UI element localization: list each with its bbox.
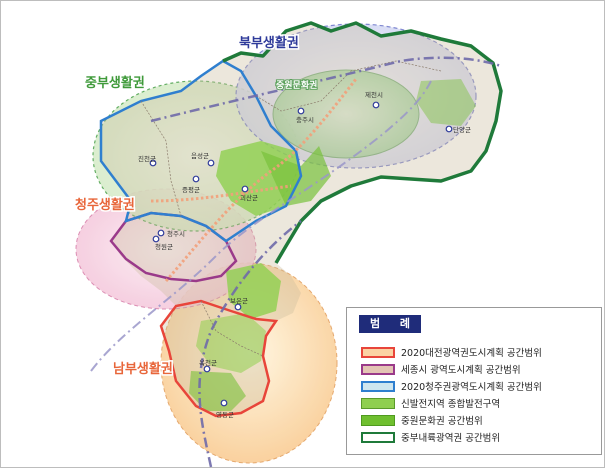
city-marker-okcheon[interactable]: 옥천군: [199, 358, 217, 373]
svg-text:증평군: 증평군: [182, 185, 200, 194]
jungbu-inland-boundary: [222, 21, 503, 264]
svg-text:청원군: 청원군: [155, 242, 173, 251]
region-label-north: 북부생활권: [239, 35, 299, 51]
transport-axis-line: [90, 80, 432, 372]
svg-text:단양군: 단양군: [453, 125, 471, 134]
legend-title: 범 례: [359, 315, 421, 333]
svg-text:영동군: 영동군: [216, 410, 234, 419]
city-marker-jeungpyeong[interactable]: 증평군: [182, 175, 200, 194]
region-label-cheongju: 청주생활권: [75, 197, 135, 213]
development-zone-patch: [261, 146, 331, 206]
city-marker-danyang[interactable]: 단양군: [445, 125, 471, 134]
legend-label: 중부내륙광역권 공간범위: [401, 433, 501, 444]
region-label-south: 남부생활권: [113, 361, 173, 377]
transport-axis-line: [198, 220, 302, 468]
svg-text:음성군: 음성군: [191, 151, 209, 160]
city-marker-chungju[interactable]: 충주시: [296, 107, 314, 124]
development-axis-line: [164, 78, 358, 282]
region-label-central: 중부생활권: [85, 75, 145, 91]
city-marker-jecheon[interactable]: 제천시: [365, 90, 383, 109]
city-marker-cheongju[interactable]: 청주시: [157, 229, 185, 238]
legend-item-jungwon: 중원문화권 공간범위: [361, 413, 483, 427]
city-marker-jincheon[interactable]: 진천군: [138, 154, 157, 167]
development-axis-line: [150, 184, 292, 203]
city-marker-goesan[interactable]: 괴산군: [240, 185, 258, 202]
svg-text:진천군: 진천군: [138, 154, 156, 163]
transport-axis-line: [150, 56, 502, 123]
admin-boundary-line: [140, 100, 182, 217]
city-marker-eumseong[interactable]: 음성군: [191, 151, 215, 167]
legend-label: 세종시 광역도시계획 공간범위: [401, 365, 521, 376]
legend-item-sejong: 세종시 광역도시계획 공간범위: [361, 362, 521, 376]
legend-item-cheongju: 2020청주권광역도시계획 공간범위: [361, 379, 542, 393]
legend-item-jungbu-inland: 중부내륙광역권 공간범위: [361, 430, 500, 444]
jungwon-zone-ellipse: [272, 69, 420, 159]
city-marker-yeongdong[interactable]: 영동군: [216, 399, 234, 419]
map-legend: 범 례 2020대전광역권도시계획 공간범위 세종시 광역도시계획 공간범위 2…: [346, 307, 602, 455]
legend-label: 2020대전광역권도시계획 공간범위: [401, 348, 542, 359]
legend-swatch: [361, 431, 395, 443]
legend-item-new-development: 신발전지역 종합발전구역: [361, 396, 500, 410]
cheongju-metro-boundary: [99, 59, 303, 243]
legend-label: 2020청주권광역도시계획 공간범위: [401, 382, 542, 393]
legend-label: 신발전지역 종합발전구역: [401, 399, 501, 410]
region-label-jungwon: 중원문화권: [276, 79, 317, 91]
svg-text:보은군: 보은군: [230, 297, 248, 305]
daejeon-metro-boundary: [159, 299, 279, 418]
legend-swatch: [361, 363, 395, 375]
city-marker-boeun[interactable]: 보은군: [230, 297, 248, 311]
legend-swatch: [361, 380, 395, 392]
svg-text:충주시: 충주시: [296, 115, 314, 124]
legend-label: 중원문화권 공간범위: [401, 416, 483, 427]
admin-boundary-line: [200, 300, 264, 357]
svg-text:제천시: 제천시: [365, 90, 383, 99]
svg-text:옥천군: 옥천군: [199, 358, 217, 367]
legend-swatch: [361, 397, 395, 409]
development-zone-patch: [416, 79, 476, 126]
legend-swatch: [361, 346, 395, 358]
svg-text:괴산군: 괴산군: [240, 193, 258, 202]
legend-swatch: [361, 414, 395, 426]
admin-boundary-line: [255, 60, 442, 112]
development-zone-patch: [189, 371, 246, 411]
city-marker-cheongwon[interactable]: 청원군: [152, 235, 173, 251]
svg-text:청주시: 청주시: [167, 230, 185, 238]
legend-item-daejeon: 2020대전광역권도시계획 공간범위: [361, 345, 542, 359]
